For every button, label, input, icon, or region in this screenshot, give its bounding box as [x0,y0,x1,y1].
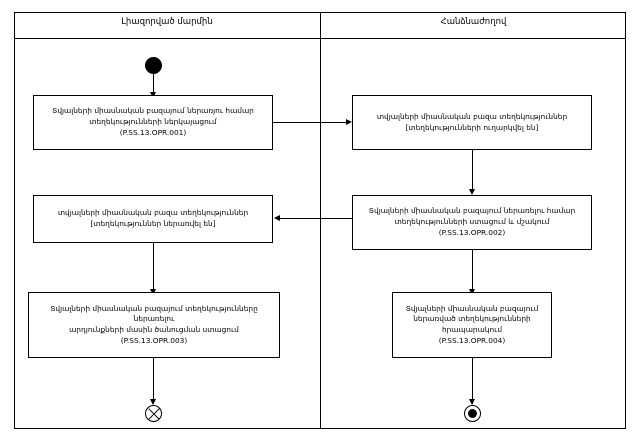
edge-a6-to-abort [153,358,154,404]
object-node-a2[interactable]: տվյալների միասնական բազա տեղեկություններ… [352,95,592,150]
end-node [464,405,481,422]
lane-title-left: Լիազորված մարմին [121,17,213,27]
end-node-inner [467,408,477,418]
edge-a6-to-abort-arrowhead [150,399,156,405]
activity-node-a5[interactable]: Տվյալների միասնական բազայում ներառված տե… [392,292,552,358]
activity-node-a1-label: Տվյալների միասնական բազայում ներառյու հա… [52,106,254,137]
edge-a1-to-a2-arrowhead [346,119,352,125]
edge-a1-to-a2 [273,122,347,123]
swimlane-divider [320,12,321,429]
activity-node-a5-label: Տվյալների միասնական բազայում ներառված տե… [405,303,539,345]
object-node-a4-label: տվյալների միասնական բազա տեղեկություններ… [57,208,249,228]
object-node-a2-label: տվյալների միասնական բազա տեղեկություններ… [376,111,568,132]
edge-a2-to-a3-arrowhead [469,189,475,195]
start-node [145,57,162,74]
edge-a3-to-a4 [280,218,352,219]
activity-node-a1[interactable]: Տվյալների միասնական բազայում ներառյու հա… [33,95,273,150]
abort-node [145,405,162,422]
activity-node-a6-label: Տվյալների միասնական բազայում տեղեկությու… [50,303,258,345]
edge-a5-to-end-arrowhead [469,399,475,405]
activity-node-a6[interactable]: Տվյալների միասնական բազայում տեղեկությու… [28,292,280,358]
edge-a3-to-a5 [472,250,473,293]
object-node-a4[interactable]: տվյալների միասնական բազա տեղեկություններ… [33,195,273,243]
lane-title-right: Հանձնաժողով [440,17,507,27]
edge-a2-to-a3 [472,150,473,193]
activity-node-a3[interactable]: Տվյալների միասնական բազայում ներառելու հ… [352,195,592,250]
edge-a5-to-end [472,358,473,404]
edge-a4-to-a6 [153,243,154,293]
activity-node-a3-label: Տվյալների միասնական բազայում ներառելու հ… [368,206,576,237]
lane-header-rule [14,38,626,39]
edge-start-to-a1 [153,74,154,95]
edge-a3-to-a4-arrowhead [274,215,280,221]
